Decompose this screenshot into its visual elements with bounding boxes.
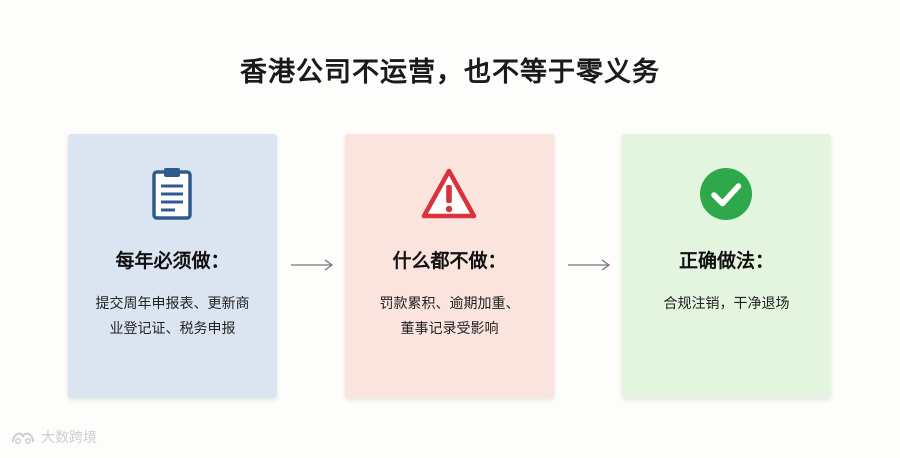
card-description-line: 罚款累积、逾期加重、 — [379, 296, 520, 312]
card-heading: 每年必须做： — [115, 250, 230, 272]
card-description-line: 提交周年申报表、更新商 — [95, 296, 250, 312]
document-icon — [152, 168, 192, 220]
checkmark-icon — [700, 168, 752, 220]
card-description: 提交周年申报表、更新商 业登记证、税务申报 — [68, 292, 277, 342]
card-correct-approach: 正确做法： 合规注销，干净退场 — [622, 134, 831, 398]
arrow-right-icon — [568, 259, 611, 271]
page-title: 香港公司不运营，也不等于零义务 — [240, 57, 660, 88]
watermark: 大数跨境 — [10, 426, 97, 448]
card-description-line: 业登记证、税务申报 — [109, 321, 236, 337]
card-description-line: 董事记录受影响 — [400, 321, 499, 337]
card-description: 合规注销，干净退场 — [622, 292, 831, 317]
card-heading: 正确做法： — [678, 250, 774, 272]
warning-icon — [421, 168, 477, 219]
card-heading: 什么都不做： — [392, 250, 507, 272]
card-do-nothing: 什么都不做： 罚款累积、逾期加重、 董事记录受影响 — [345, 134, 554, 398]
watermark-text: 大数跨境 — [41, 430, 97, 446]
logo-icon — [12, 432, 34, 444]
card-description: 罚款累积、逾期加重、 董事记录受影响 — [345, 292, 554, 342]
card-description-line: 合规注销，干净退场 — [663, 296, 790, 312]
arrow-right-icon — [291, 259, 334, 271]
card-annual-obligations: 每年必须做： 提交周年申报表、更新商 业登记证、税务申报 — [68, 134, 277, 398]
